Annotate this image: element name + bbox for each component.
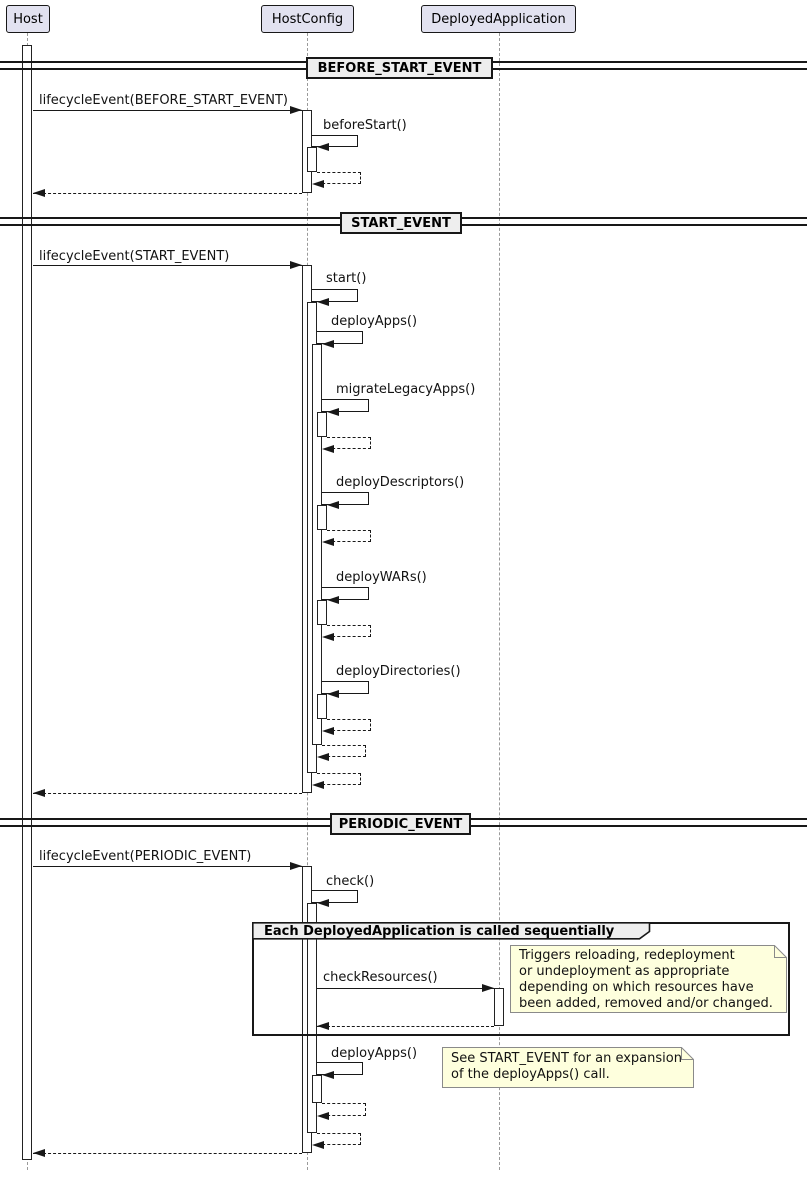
arrowhead bbox=[317, 899, 329, 907]
arrowhead bbox=[322, 538, 334, 546]
arrowhead bbox=[327, 408, 339, 416]
self-call-deploy-wars bbox=[322, 587, 369, 600]
self-call-check bbox=[312, 890, 358, 903]
arrowhead bbox=[327, 501, 339, 509]
activation-host bbox=[22, 45, 32, 1160]
arrowhead bbox=[290, 862, 302, 870]
participant-host: Host bbox=[6, 5, 50, 33]
self-return-deploy-descriptors bbox=[327, 530, 371, 542]
activation-deploy-apps-periodic bbox=[312, 1075, 322, 1103]
note-check-resources: Triggers reloading, redeployment or unde… bbox=[519, 948, 773, 1011]
activation-migrate-legacy-apps bbox=[317, 412, 327, 437]
participant-host-label: Host bbox=[13, 11, 43, 27]
message-line-lifecycle-before-start bbox=[33, 110, 302, 111]
participant-hostconfig-label: HostConfig bbox=[271, 11, 344, 27]
message-line-lifecycle-periodic bbox=[33, 866, 302, 867]
message-migrate-legacy-apps: migrateLegacyApps() bbox=[336, 382, 476, 397]
return-line-to-host bbox=[33, 793, 302, 794]
self-call-deploy-directories bbox=[322, 681, 369, 694]
self-call-start bbox=[312, 289, 358, 302]
arrowhead bbox=[312, 180, 324, 188]
message-lifecycle-periodic: lifecycleEvent(PERIODIC_EVENT) bbox=[39, 849, 252, 864]
message-deploy-apps: deployApps() bbox=[331, 314, 418, 329]
arrowhead bbox=[33, 789, 45, 797]
arrowhead bbox=[322, 340, 334, 348]
self-call-before-start bbox=[312, 135, 358, 147]
message-line-lifecycle-start bbox=[33, 265, 302, 266]
activation-deploy-wars bbox=[317, 600, 327, 625]
self-return-deploy-apps bbox=[322, 745, 366, 757]
activation-before-start bbox=[307, 147, 317, 172]
participant-deployedapplication: DeployedApplication bbox=[421, 5, 576, 33]
arrowhead bbox=[317, 143, 329, 151]
arrowhead bbox=[327, 596, 339, 604]
return-line-to-host bbox=[33, 193, 302, 194]
self-return-before-start bbox=[317, 172, 361, 184]
self-return-deploy-directories bbox=[327, 719, 371, 731]
activation-deployed-application bbox=[494, 988, 504, 1026]
message-lifecycle-before-start: lifecycleEvent(BEFORE_START_EVENT) bbox=[39, 93, 288, 108]
return-line-to-host bbox=[33, 1153, 302, 1154]
divider-periodic-event-label: PERIODIC_EVENT bbox=[338, 816, 463, 832]
activation-deploy-directories bbox=[317, 694, 327, 719]
self-return-start bbox=[317, 773, 361, 785]
self-call-deploy-apps-periodic bbox=[317, 1062, 363, 1075]
message-deploy-descriptors: deployDescriptors() bbox=[336, 475, 465, 490]
arrowhead bbox=[33, 1149, 45, 1157]
arrowhead bbox=[327, 690, 339, 698]
message-deploy-directories: deployDirectories() bbox=[336, 664, 461, 679]
self-return-migrate-legacy-apps bbox=[327, 437, 371, 449]
arrowhead bbox=[290, 261, 302, 269]
arrowhead bbox=[322, 445, 334, 453]
participant-deployedapplication-label: DeployedApplication bbox=[431, 11, 566, 27]
arrowhead bbox=[322, 727, 334, 735]
message-deploy-wars: deployWARs() bbox=[336, 570, 427, 585]
message-check-resources: checkResources() bbox=[323, 970, 438, 985]
activation-check bbox=[307, 903, 317, 1133]
arrowhead bbox=[322, 1071, 334, 1079]
divider-before-start-event: BEFORE_START_EVENT bbox=[306, 57, 493, 79]
group-tab-shape bbox=[252, 922, 651, 940]
self-call-deploy-apps bbox=[317, 331, 363, 344]
self-call-migrate-legacy-apps bbox=[322, 399, 369, 412]
message-deploy-apps-periodic: deployApps() bbox=[331, 1046, 418, 1061]
arrowhead bbox=[482, 984, 494, 992]
lifeline-deployedapplication bbox=[499, 33, 500, 1170]
arrowhead bbox=[312, 1141, 324, 1149]
message-lifecycle-start: lifecycleEvent(START_EVENT) bbox=[39, 249, 230, 264]
arrowhead bbox=[317, 1022, 329, 1030]
participant-hostconfig: HostConfig bbox=[261, 5, 354, 33]
divider-start-event-label: START_EVENT bbox=[351, 215, 451, 231]
note-shape bbox=[510, 945, 787, 1013]
note-deploy-apps: See START_EVENT for an expansion of the … bbox=[451, 1051, 682, 1082]
note-shape bbox=[442, 1047, 694, 1088]
self-return-deploy-wars bbox=[327, 625, 371, 637]
self-call-deploy-descriptors bbox=[322, 492, 369, 505]
group-label: Each DeployedApplication is called seque… bbox=[264, 924, 615, 939]
self-return-deploy-apps-periodic bbox=[322, 1103, 366, 1116]
arrowhead bbox=[290, 106, 302, 114]
arrowhead bbox=[317, 298, 329, 306]
return-line-check-resources bbox=[317, 1026, 494, 1027]
arrowhead bbox=[317, 1112, 329, 1120]
message-check: check() bbox=[326, 874, 375, 889]
divider-before-start-event-label: BEFORE_START_EVENT bbox=[317, 60, 482, 76]
divider-periodic-event: PERIODIC_EVENT bbox=[330, 813, 471, 835]
arrowhead bbox=[33, 189, 45, 197]
activation-deploy-descriptors bbox=[317, 505, 327, 530]
message-before-start: beforeStart() bbox=[323, 118, 407, 133]
self-return-check bbox=[317, 1133, 361, 1145]
arrowhead bbox=[317, 753, 329, 761]
arrowhead bbox=[312, 781, 324, 789]
arrowhead bbox=[322, 633, 334, 641]
divider-start-event: START_EVENT bbox=[340, 212, 462, 234]
activation-deploy-apps bbox=[312, 344, 322, 745]
message-start: start() bbox=[326, 271, 367, 286]
message-line-check-resources bbox=[317, 988, 494, 989]
